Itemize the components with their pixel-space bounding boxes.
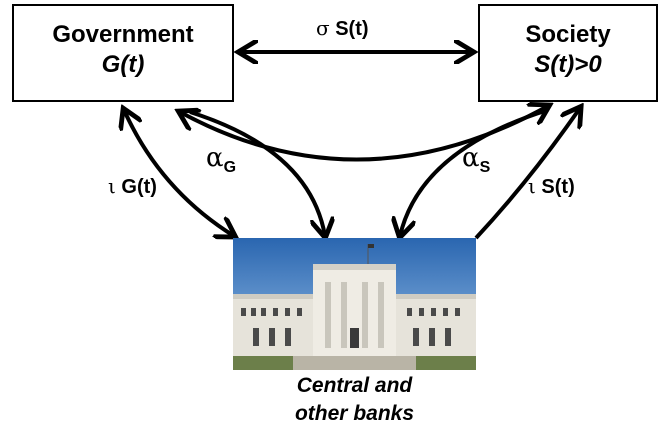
banks-caption: Central and other banks bbox=[233, 372, 476, 428]
government-label: Government bbox=[52, 21, 194, 48]
iota-g-expr: G(t) bbox=[121, 176, 157, 198]
sigma-symbol: σ bbox=[316, 16, 330, 40]
society-formula: S(t)>0 bbox=[534, 51, 602, 78]
edge-alpha-s bbox=[400, 108, 549, 236]
society-label: Society bbox=[525, 21, 611, 48]
government-formula: G(t) bbox=[101, 51, 145, 78]
iota-g-label: ι G(t) bbox=[108, 174, 157, 199]
alpha-s-symbol: α bbox=[462, 143, 480, 173]
government-node: Government G(t) bbox=[12, 4, 234, 102]
alpha-g-label: αG bbox=[206, 142, 236, 177]
iota-s-symbol: ι bbox=[528, 174, 536, 198]
central-bank-image bbox=[233, 238, 476, 370]
iota-s-label: ι S(t) bbox=[528, 174, 575, 199]
sigma-expr: S(t) bbox=[335, 18, 369, 40]
alpha-s-label: αS bbox=[462, 142, 490, 177]
sigma-label: σ S(t) bbox=[316, 16, 369, 41]
banks-caption-line2: other banks bbox=[294, 402, 415, 425]
iota-s-expr: S(t) bbox=[541, 176, 575, 198]
banks-caption-line1: Central and bbox=[296, 374, 413, 397]
alpha-s-subscript: S bbox=[479, 159, 491, 176]
alpha-g-subscript: G bbox=[223, 159, 237, 176]
iota-g-symbol: ι bbox=[108, 174, 116, 198]
edge-iota-g bbox=[124, 110, 234, 236]
edge-iota-s bbox=[474, 108, 580, 240]
society-node: Society S(t)>0 bbox=[478, 4, 658, 102]
alpha-g-symbol: α bbox=[206, 143, 224, 173]
